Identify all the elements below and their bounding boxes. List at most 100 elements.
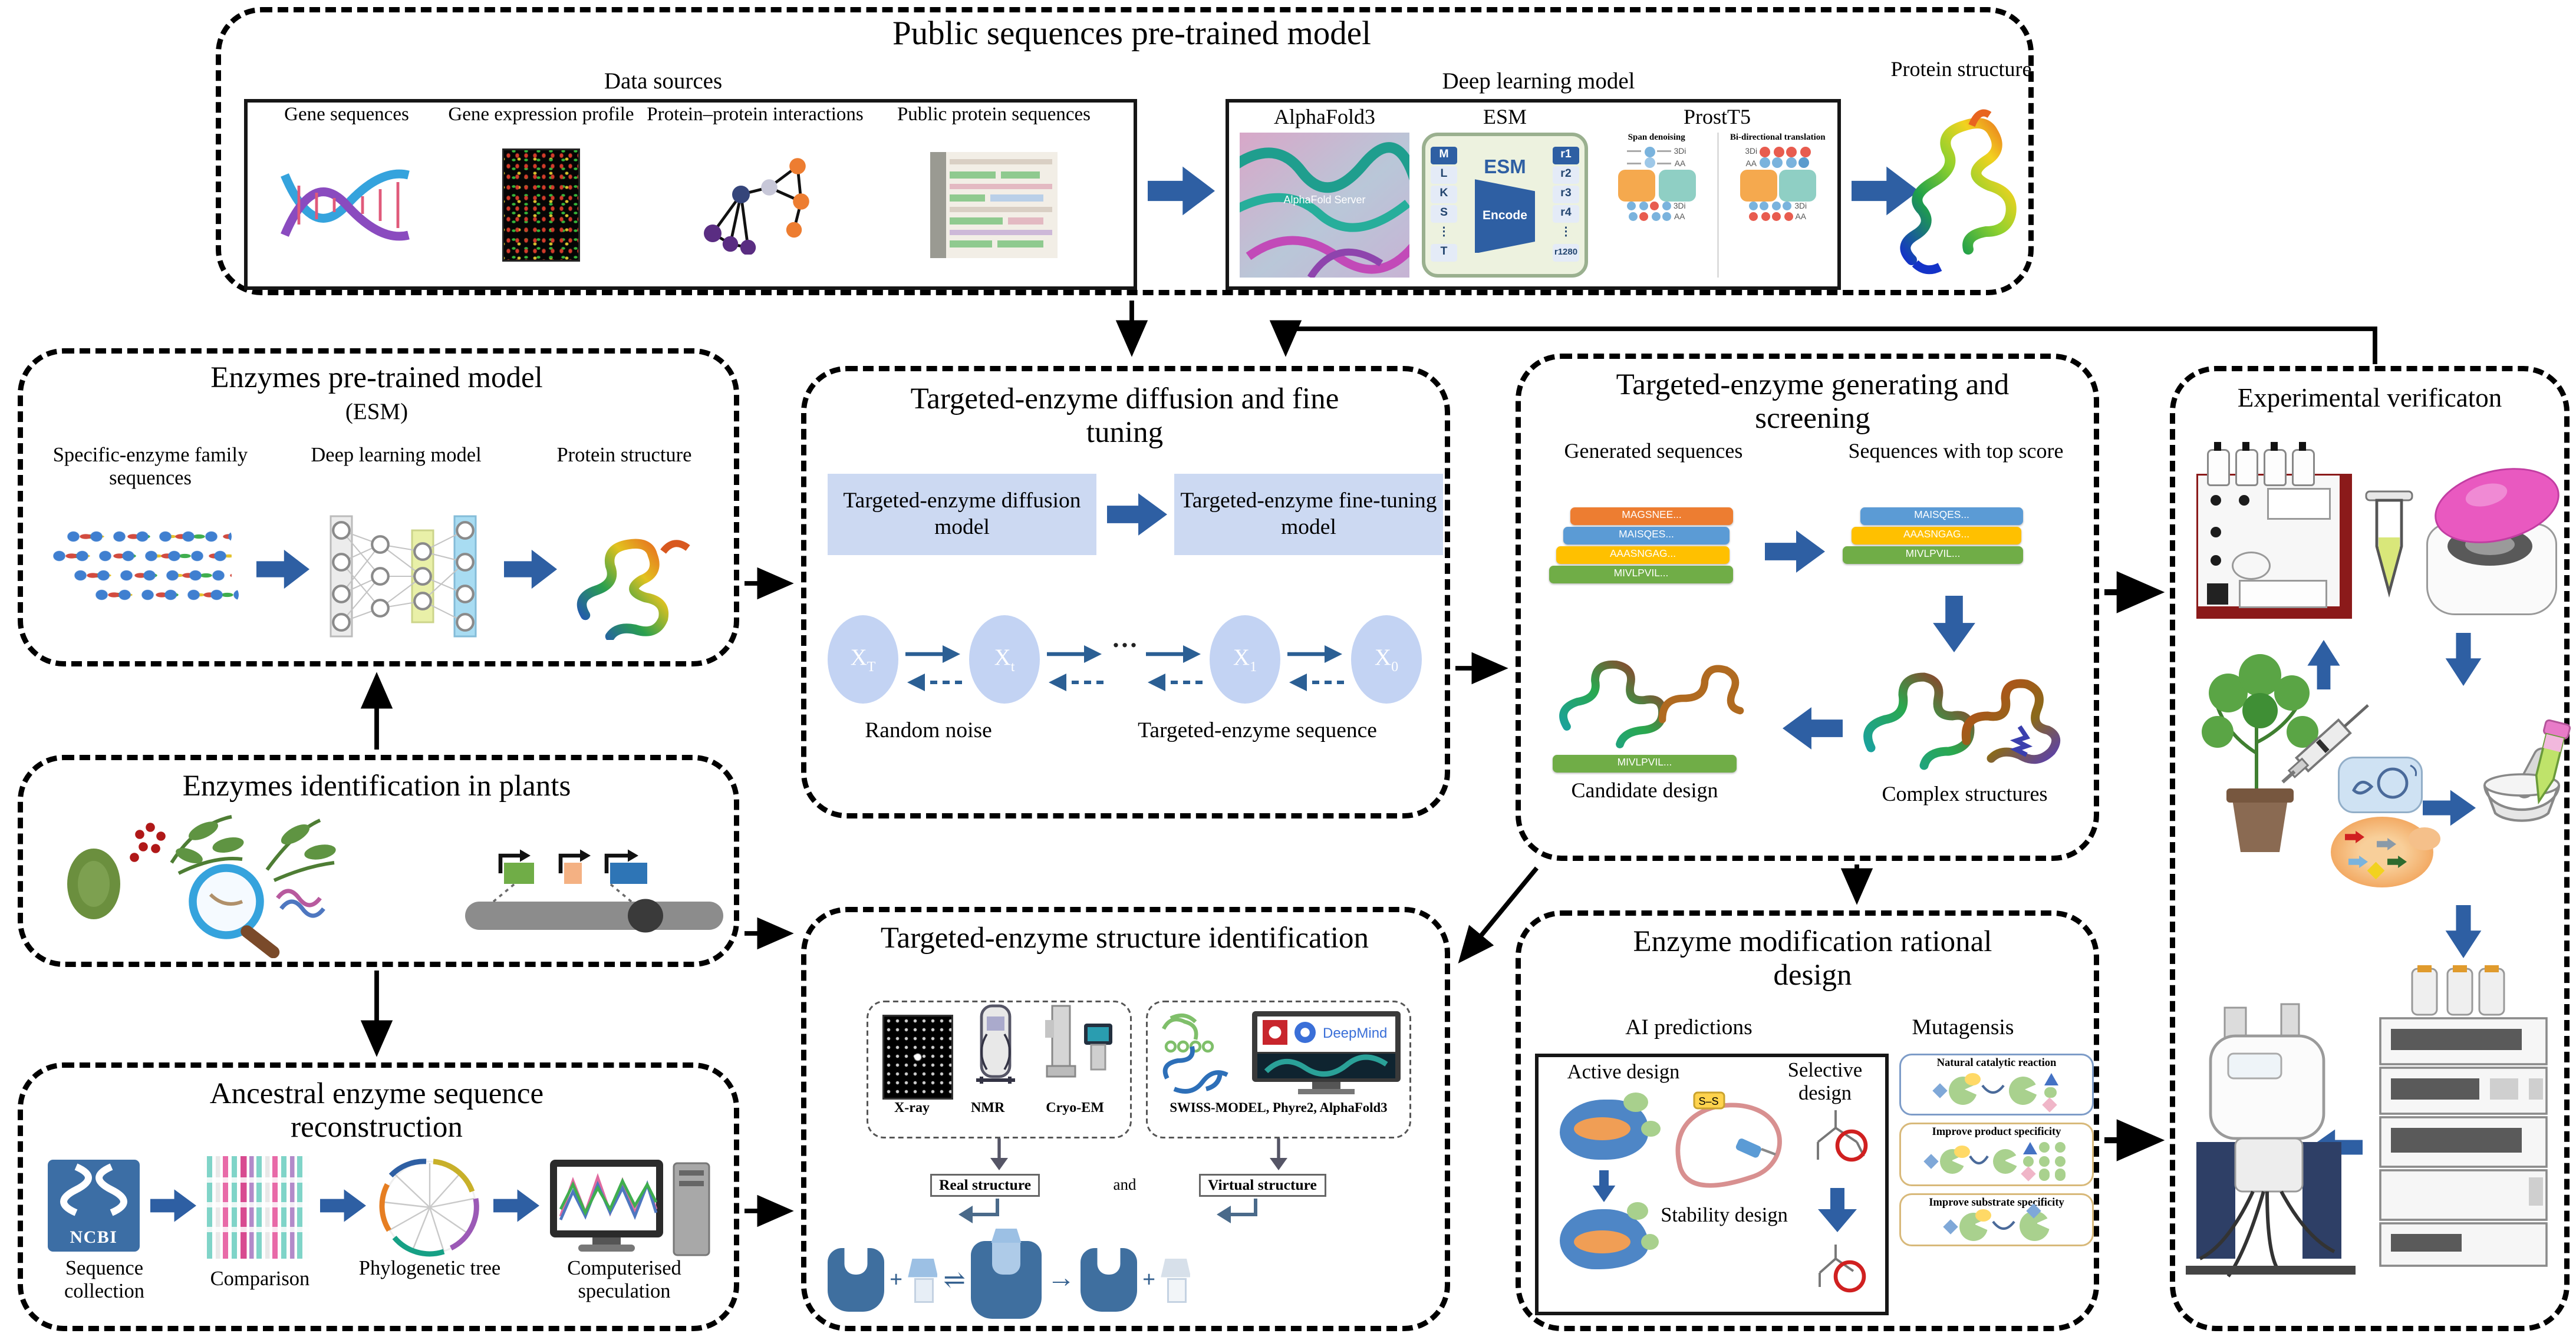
row-3di: 3Di	[1674, 147, 1686, 156]
esm-diagram: M L K S ⋮ T ESM Encode r1	[1422, 128, 1588, 283]
arrow-datasources-to-model	[1148, 166, 1215, 216]
arrow-pair-icon	[1047, 636, 1103, 709]
ai-predictions-label: AI predictions	[1625, 1015, 1753, 1039]
esm-label: ESM	[1483, 104, 1527, 129]
protein-structure-col-label: Protein structure	[556, 445, 692, 467]
arrow-sign: →	[1047, 1264, 1075, 1294]
deep-learning-label: Deep learning model	[1442, 67, 1635, 94]
row-aa: AA	[1674, 212, 1685, 222]
real-structure-tag: Real structure	[930, 1174, 1040, 1197]
plasmid-dish-icon	[2338, 757, 2423, 813]
row-aa: AA	[1795, 212, 1806, 222]
microtube-icon	[2363, 484, 2416, 610]
selective-design-label: Selective design	[1787, 1061, 1863, 1105]
method-cryoem-label: Cryo-EM	[1046, 1100, 1104, 1115]
deepmind-monitor-icon: DeepMind	[1245, 1008, 1408, 1100]
sequence-alignment-icon	[930, 127, 1058, 283]
diffusion-node-x0: X0	[1351, 615, 1422, 704]
alphafold-watermark: AlphaFold Server	[1283, 197, 1366, 208]
complex-structures-label: Complex structures	[1882, 781, 2048, 806]
seq-bar: MAISQES...	[1563, 527, 1730, 544]
gene-locus-icon	[462, 817, 727, 960]
prostt5-diagram: Span denoising 3Di AA 3Di AA Bi-directio…	[1597, 128, 1837, 283]
stability-design-label: Stability design	[1661, 1206, 1788, 1227]
diffusion-node-x1: X1	[1210, 615, 1280, 704]
family-sequences-label: Specific-enzyme family sequences	[52, 445, 248, 490]
public-pretrained-box: Public sequences pre-trained model Data …	[216, 7, 2034, 295]
computer-icon	[546, 1156, 716, 1271]
elbow-real	[958, 1199, 999, 1223]
gene-sequences-label: Gene sequences	[284, 104, 409, 126]
step-label-3: Computerised speculation	[567, 1259, 681, 1303]
mutagenesis-panels: Natural catalytic reaction Improve produ…	[1899, 1054, 2094, 1253]
top-seqs-stack: MAISQES... AAASNGAG... MIVLPVIL...	[1843, 507, 2073, 585]
esm-item: ESM M L K S ⋮ T ESM Encode	[1417, 104, 1593, 283]
identification-title: Enzymes identification in plants	[182, 769, 571, 803]
alphafold-item: AlphaFold3 AlphaFold Server	[1233, 104, 1417, 283]
arrow-ancestral-2	[320, 1189, 366, 1222]
active-design-label: Active design	[1567, 1062, 1680, 1084]
alphafold-label: AlphaFold3	[1273, 104, 1376, 129]
esm-token: r2	[1553, 167, 1579, 185]
arrow-exp-down-2	[2445, 905, 2482, 958]
arrow-ancestral-3	[493, 1189, 539, 1222]
xray-diffraction-icon	[881, 1015, 953, 1100]
pretrained-subtitle: (ESM)	[345, 398, 409, 424]
ppi-label: Protein–protein interactions	[647, 104, 864, 126]
plants-magnifier-icon	[55, 810, 435, 967]
complex-icon	[971, 1229, 1042, 1319]
esm-token: M	[1431, 147, 1457, 166]
arrow-complex-to-candidate	[1783, 707, 1843, 750]
predicted-proteins-icon	[1153, 1008, 1245, 1100]
selective-design-icon	[1797, 1107, 1885, 1313]
prostt5-item: ProstT5 Span denoising 3Di AA 3Di AA Bi-…	[1593, 105, 1841, 283]
experimental-box: Experimental verificaton	[2170, 366, 2571, 1331]
esm-token: K	[1431, 186, 1457, 204]
arrow-seq-to-model	[256, 549, 309, 589]
virtual-structure-tag: Virtual structure	[1199, 1174, 1326, 1197]
enzyme-binding-diagram: + ⇌ → +	[828, 1229, 1191, 1319]
generating-title: Targeted-enzyme generating and screening	[1616, 368, 2010, 435]
candidate-seq-bar: MIVLPVIL...	[1553, 755, 1737, 773]
microarray-icon	[502, 148, 580, 262]
plus-sign: +	[1142, 1266, 1156, 1292]
row-aa: AA	[1674, 159, 1686, 168]
cells-icon	[2331, 817, 2440, 887]
row-3di: 3Di	[1673, 202, 1686, 212]
small-protein-icon	[571, 516, 709, 649]
seq-bar: MIVLPVIL...	[1549, 566, 1733, 583]
esm-token: S	[1431, 206, 1457, 224]
plus-sign: +	[890, 1266, 903, 1292]
esm-input-tokens: M L K S ⋮ T	[1431, 147, 1457, 264]
row-3di: 3Di	[1745, 147, 1758, 156]
diffusion-box: Targeted-enzyme diffusion and fine tunin…	[801, 366, 1450, 818]
mutagenesis-panel-3: Improve substrate specificity	[1899, 1192, 2094, 1246]
identification-box: Enzymes identification in plants	[18, 755, 739, 967]
ncbi-text: NCBI	[70, 1229, 118, 1248]
arrow-pair-icon	[1146, 636, 1203, 709]
esm-token: ⋮	[1438, 227, 1450, 240]
enzyme-icon	[828, 1248, 884, 1312]
active-design-icon	[1556, 1093, 1666, 1305]
method-nmr-label: NMR	[970, 1100, 1005, 1115]
enzymes-pretrained-box: Enzymes pre-trained model (ESM) Specific…	[18, 348, 739, 666]
panel-title: Improve substrate specificity	[1929, 1196, 2064, 1209]
fplc-machine-icon	[2196, 442, 2352, 619]
esm-encoder: Encode	[1475, 179, 1535, 254]
syringe-icon	[2278, 682, 2387, 801]
structure-box: Targeted-enzyme structure identification	[801, 907, 1450, 1331]
span-denoising-title: Span denoising	[1628, 135, 1685, 144]
arrow-exp-right	[2423, 790, 2476, 826]
enzyme-icon	[1081, 1248, 1137, 1312]
arrow-generated-to-top	[1765, 530, 1825, 573]
real-methods-panel: X-ray NMR Cryo-EM	[867, 1001, 1132, 1138]
modification-title: Enzyme modification rational design	[1633, 925, 1992, 992]
esm-token: r4	[1553, 206, 1579, 224]
sample-tube-icon	[2525, 718, 2571, 818]
modification-box: Enzyme modification rational design AI p…	[1516, 910, 2099, 1331]
ancestral-box: Ancestral enzyme sequence reconstruction…	[18, 1062, 739, 1331]
step-label-0: Sequence collection	[64, 1259, 145, 1303]
diffusion-node-xT: XT	[828, 615, 898, 704]
nmr-spectrometer-icon	[2182, 1001, 2359, 1313]
esm-badge: ESM	[1484, 158, 1526, 180]
